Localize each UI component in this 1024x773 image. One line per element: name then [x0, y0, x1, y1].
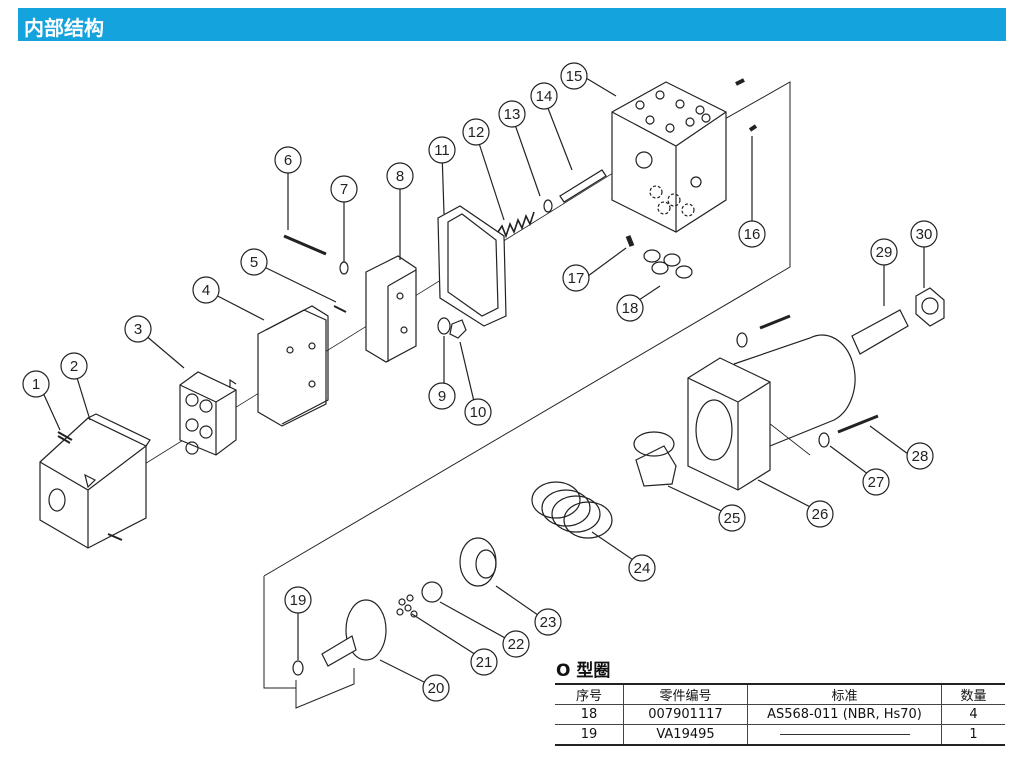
- callout-3: 3: [134, 321, 142, 338]
- callout-12: 12: [468, 124, 485, 141]
- callout-6: 6: [284, 152, 292, 169]
- cell-no: 18: [555, 704, 624, 725]
- cell-part: 007901117: [623, 704, 748, 725]
- callout-14: 14: [536, 88, 553, 105]
- table-row: 18 007901117 AS568-011 (NBR, Hs70) 4: [555, 704, 1005, 725]
- valve-body-part: [611, 81, 727, 233]
- callout-11: 11: [434, 142, 450, 159]
- insulation-plate-part: [257, 305, 329, 427]
- callout-29: 29: [876, 244, 893, 261]
- callout-30: 30: [916, 226, 933, 243]
- bracket-part: [365, 255, 417, 363]
- table-header-row: 序号 零件编号 标准 数量: [555, 683, 1005, 705]
- callout-21: 21: [476, 654, 493, 671]
- callout-7: 7: [340, 181, 348, 198]
- callout-24: 24: [634, 560, 651, 577]
- callout-10: 10: [470, 404, 487, 421]
- column-header-no: 序号: [555, 683, 624, 705]
- callout-16: 16: [744, 226, 761, 243]
- oring-table: 序号 零件编号 标准 数量 18 007901117 AS568-011 (NB…: [555, 683, 1005, 746]
- callout-26: 26: [812, 506, 829, 523]
- table-row: 19 VA19495 1: [555, 724, 1005, 746]
- callout-13: 13: [504, 106, 521, 123]
- callout-1: 1: [32, 376, 40, 393]
- callout-23: 23: [540, 614, 557, 631]
- column-header-qty: 数量: [941, 683, 1005, 705]
- cell-qty: 4: [941, 704, 1005, 725]
- callout-18: 18: [622, 300, 639, 317]
- large-spring-part: [531, 481, 613, 539]
- cell-standard: AS568-011 (NBR, Hs70): [747, 704, 942, 725]
- callout-19: 19: [290, 592, 307, 609]
- section-header: 内部结构: [18, 8, 1006, 41]
- terminal-block-part: [179, 371, 237, 456]
- housing-part: [687, 334, 856, 491]
- column-header-part: 零件编号: [623, 683, 748, 705]
- callout-27: 27: [868, 474, 885, 491]
- gasket-part: [437, 205, 507, 327]
- callout-5: 5: [250, 254, 258, 271]
- cell-qty: 1: [941, 724, 1005, 746]
- cell-standard-empty: [747, 724, 942, 746]
- oring-table-title: O 型圈: [556, 661, 611, 681]
- cover-part: [39, 413, 151, 549]
- callout-20: 20: [428, 680, 445, 697]
- callout-15: 15: [566, 68, 583, 85]
- column-header-standard: 标准: [747, 683, 942, 705]
- cell-part: VA19495: [623, 724, 748, 746]
- dash-line: [779, 734, 910, 735]
- callout-2: 2: [70, 358, 78, 375]
- callout-4: 4: [202, 282, 210, 299]
- callout-22: 22: [508, 636, 525, 653]
- callout-8: 8: [396, 168, 404, 185]
- callout-9: 9: [438, 388, 446, 405]
- section-title: 内部结构: [24, 16, 104, 40]
- cell-no: 19: [555, 724, 624, 746]
- callout-17: 17: [568, 270, 585, 287]
- callout-25: 25: [724, 510, 741, 527]
- callout-28: 28: [912, 448, 929, 465]
